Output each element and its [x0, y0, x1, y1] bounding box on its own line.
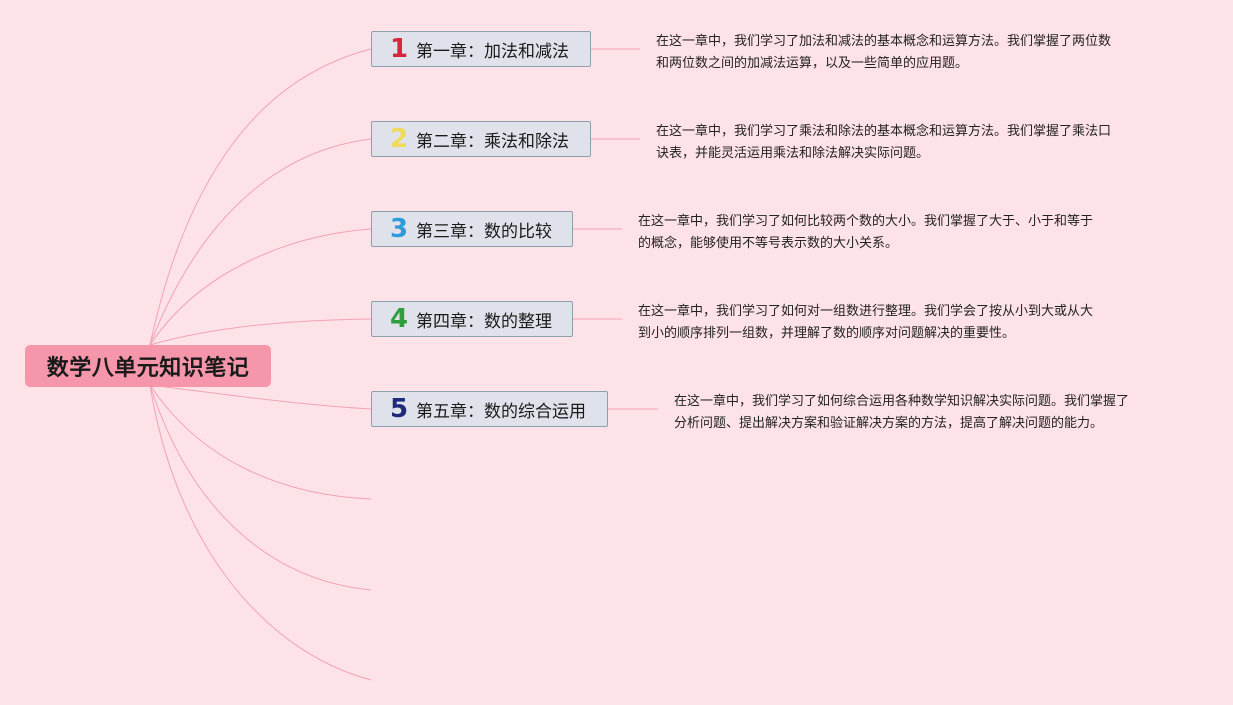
root-topic[interactable]: 数学八单元知识笔记 [25, 345, 271, 387]
summary-line: 到小的顺序排列一组数，并理解了数的顺序对问题解决的重要性。 [638, 326, 1016, 341]
branch-line-6 [149, 384, 372, 500]
summary-line: 在这一章中，我们学习了如何比较两个数的大小。我们掌握了大于、小于和等于 [638, 214, 1094, 229]
branch-line-8 [149, 384, 372, 681]
summary-line: 在这一章中，我们学习了如何综合运用各种数学知识解决实际问题。我们掌握了 [674, 394, 1130, 409]
root-title: 数学八单元知识笔记 [46, 356, 250, 381]
summary-line: 的概念，能够使用不等号表示数的大小关系。 [638, 236, 899, 251]
number-5-icon: 5 [389, 394, 409, 424]
summary-line: 和两位数之间的加减法运算，以及一些简单的应用题。 [656, 56, 969, 71]
branch-line-3 [149, 228, 372, 346]
summary-line: 诀表，并能灵活运用乘法和除法解决实际问题。 [656, 146, 930, 161]
chapter-summary-3: 在这一章中，我们学习了如何比较两个数的大小。我们掌握了大于、小于和等于 的概念，… [638, 211, 1093, 255]
chapter-node-5[interactable]: 5 第五章：数的综合运用 [371, 391, 608, 427]
number-1-icon: 1 [389, 34, 409, 64]
branch-line-4 [149, 318, 372, 346]
chapter-node-4[interactable]: 4 第四章：数的整理 [371, 301, 573, 337]
chapter-label: 第二章：乘法和除法 [416, 131, 569, 152]
number-4-icon: 4 [389, 304, 409, 334]
summary-line: 分析问题、提出解决方案和验证解决方案的方法，提高了解决问题的能力。 [674, 416, 1104, 431]
chapter-label: 第一章：加法和减法 [416, 41, 569, 62]
chapter-label: 第五章：数的综合运用 [416, 401, 586, 422]
chapter-summary-5: 在这一章中，我们学习了如何综合运用各种数学知识解决实际问题。我们掌握了 分析问题… [674, 391, 1129, 435]
chapter-node-1[interactable]: 1 第一章：加法和减法 [371, 31, 591, 67]
chapter-label: 第四章：数的整理 [416, 311, 552, 332]
branch-line-2 [149, 138, 372, 346]
summary-line: 在这一章中，我们学习了加法和减法的基本概念和运算方法。我们掌握了两位数 [656, 34, 1112, 49]
chapter-node-3[interactable]: 3 第三章：数的比较 [371, 211, 573, 247]
number-3-icon: 3 [389, 214, 409, 244]
chapter-summary-4: 在这一章中，我们学习了如何对一组数进行整理。我们学会了按从小到大或从大 到小的顺… [638, 301, 1093, 345]
summary-line: 在这一章中，我们学习了乘法和除法的基本概念和运算方法。我们掌握了乘法口 [656, 124, 1112, 139]
chapter-label: 第三章：数的比较 [416, 221, 552, 242]
chapter-node-2[interactable]: 2 第二章：乘法和除法 [371, 121, 591, 157]
summary-line: 在这一章中，我们学习了如何对一组数进行整理。我们学会了按从小到大或从大 [638, 304, 1094, 319]
chapter-summary-2: 在这一章中，我们学习了乘法和除法的基本概念和运算方法。我们掌握了乘法口 诀表，并… [656, 121, 1111, 165]
chapter-summary-1: 在这一章中，我们学习了加法和减法的基本概念和运算方法。我们掌握了两位数 和两位数… [656, 31, 1111, 75]
branch-line-7 [149, 384, 372, 591]
branch-line-1 [149, 48, 372, 346]
branch-line-5 [149, 384, 372, 410]
number-2-icon: 2 [389, 124, 409, 154]
